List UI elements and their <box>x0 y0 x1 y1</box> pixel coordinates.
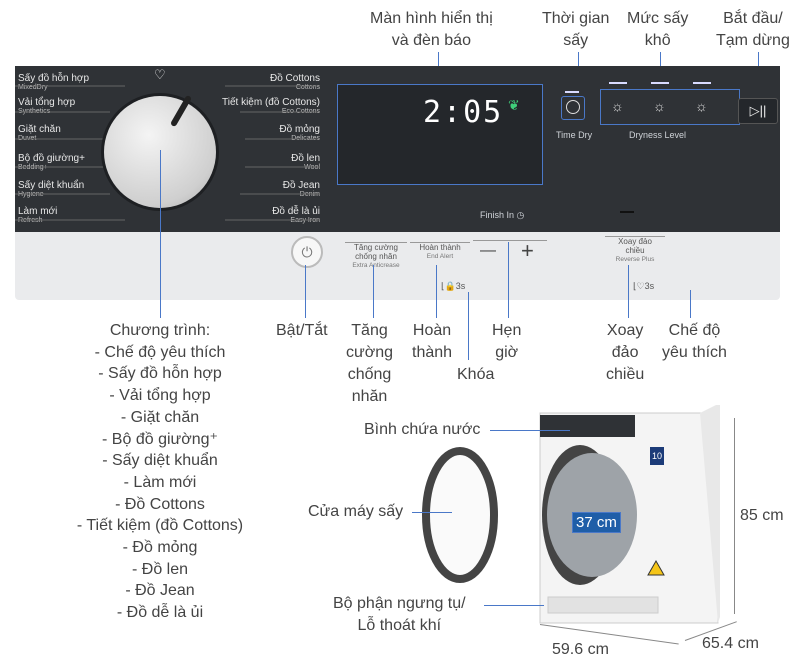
height-label: 85 cm <box>740 507 784 524</box>
start-pause-button[interactable]: ▷|| <box>738 98 778 124</box>
connector-line <box>373 265 374 318</box>
connector-line <box>484 605 544 606</box>
depth-label: 65.4 cm <box>702 635 759 652</box>
connector-line <box>468 292 469 360</box>
eco-leaf-icon: ❦ <box>508 97 520 113</box>
start-pause-callout: Bắt đầu/Tạm dừng <box>716 10 790 49</box>
energy-badge: 10 <box>650 447 664 465</box>
finish-in-label: Finish In ◷ <box>480 210 525 220</box>
connector-line <box>490 430 570 431</box>
condenser-callout: Bộ phận ngưng tụ/Lỗ thoát khí <box>333 595 466 634</box>
favorite-heart-icon: ♡ <box>154 67 166 82</box>
indicator-dash <box>620 211 634 213</box>
timer-plus-button[interactable]: + <box>521 238 534 263</box>
width-label: 59.6 cm <box>552 641 609 658</box>
program-list-callout: Chương trình: - Chế độ yêu thích - Sấy đ… <box>76 322 244 622</box>
connector-line <box>412 512 452 513</box>
time-dry-label: Time Dry <box>556 130 593 140</box>
favorite-indicator: ⌊♡3s <box>633 281 655 291</box>
time-dry-button[interactable] <box>561 96 585 120</box>
connector-line <box>160 150 161 318</box>
drum-depth-label: 37 cm <box>572 512 621 533</box>
power-callout: Bật/Tắt <box>276 322 328 339</box>
power-icon: ⏻ <box>301 244 313 260</box>
height-dimension-line <box>734 418 735 614</box>
lock-callout: Khóa <box>457 366 495 383</box>
door-callout: Cửa máy sấy <box>308 503 404 520</box>
water-tank-callout: Bình chứa nước <box>364 421 481 438</box>
dryness-led-2 <box>651 82 669 84</box>
dryness-led-3 <box>693 82 711 84</box>
connector-line <box>305 265 306 318</box>
time-dry-led <box>565 91 579 93</box>
program-dial-arcs <box>15 85 320 221</box>
connector-line <box>690 290 691 318</box>
clock-icon <box>566 100 580 114</box>
dryness-level-label: Dryness Level <box>629 130 687 140</box>
connector-line <box>508 242 509 318</box>
timer-minus-button[interactable]: — <box>480 242 496 259</box>
timer-adjust-group <box>473 240 547 241</box>
power-button[interactable]: ⏻ <box>291 236 323 268</box>
connector-line <box>436 265 437 318</box>
dryness-led-1 <box>609 82 627 84</box>
child-lock-indicator: ⌊🔒3s <box>441 281 466 291</box>
dryness-high-button[interactable]: ☼ <box>695 98 708 114</box>
dryness-medium-button[interactable]: ☼ <box>653 98 666 114</box>
knob-pointer <box>169 94 193 128</box>
time-readout: 2:05 <box>423 95 504 130</box>
connector-line <box>628 265 629 318</box>
end-alert-button[interactable]: Hoàn thành End Alert <box>410 242 470 261</box>
dryer-illustration <box>422 405 720 624</box>
display-screen: 2:05 ❦ <box>337 84 543 185</box>
dryness-low-button[interactable]: ☼ <box>611 98 624 114</box>
